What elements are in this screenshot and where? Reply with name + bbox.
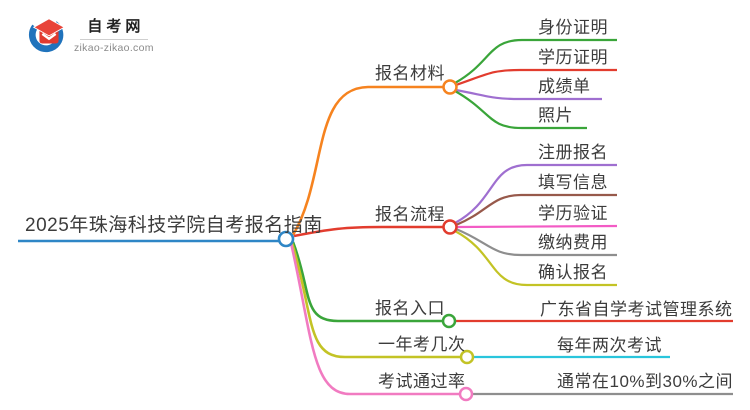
child-label-education-proof: 学历证明 [538,48,608,67]
child-label-identity-proof: 身份证明 [538,18,608,37]
graduation-cap-icon [28,17,66,53]
edge-child-transcript [455,88,602,101]
edge-branch-pass-rate [289,242,460,396]
child-label-education-verify: 学历验证 [538,204,608,223]
child-label-transcript: 成绩单 [538,77,591,96]
edge-branch-process [293,225,444,238]
logo-site-name: 自考网 [87,18,145,35]
branch-label-process: 报名流程 [375,205,445,224]
edge-child-confirm [454,230,617,287]
child-label-fill-info: 填写信息 [538,173,608,192]
branch-label-times-per-year: 一年考几次 [378,335,466,354]
edge-branch-times-per-year [290,242,461,359]
child-label-register: 注册报名 [538,143,608,162]
branch-label-pass-rate: 考试通过率 [378,372,466,391]
root-node-circle[interactable] [277,230,295,248]
process-node-circle[interactable] [442,219,458,235]
edge-child-education-verify [456,224,618,229]
edge-child-photo [454,90,587,130]
edge-child-education-proof [455,68,617,87]
child-label-confirm: 确认报名 [538,263,608,282]
entrance-node-circle[interactable] [441,313,457,329]
edge-branch-entrance [291,241,443,323]
child-label-gd-system: 广东省自学考试管理系统 [540,300,733,319]
materials-node-circle[interactable] [442,79,458,95]
edge-child-register [454,163,617,224]
child-label-photo: 照片 [538,106,573,125]
edge-branch-materials [291,85,444,236]
edge-child-pay-fee [455,227,617,257]
child-label-rate-range: 通常在10%到30%之间 [557,372,734,391]
site-logo[interactable]: 自考网 zikao-zikao.com [28,11,154,55]
times-node-circle[interactable] [459,349,475,365]
child-label-pay-fee: 缴纳费用 [538,233,608,252]
logo-site-domain: zikao-zikao.com [74,42,154,54]
logo-text-block: 自考网 zikao-zikao.com [74,11,154,54]
rate-node-circle[interactable] [458,386,474,402]
child-label-twice-a-year: 每年两次考试 [557,336,662,355]
branch-label-entrance: 报名入口 [375,299,445,318]
edge-child-fill-info [455,193,617,227]
logo-divider [79,39,148,40]
branch-label-materials: 报名材料 [375,64,445,83]
edge-child-identity-proof [454,38,617,84]
root-node-label: 2025年珠海科技学院自考报名指南 [25,215,323,236]
